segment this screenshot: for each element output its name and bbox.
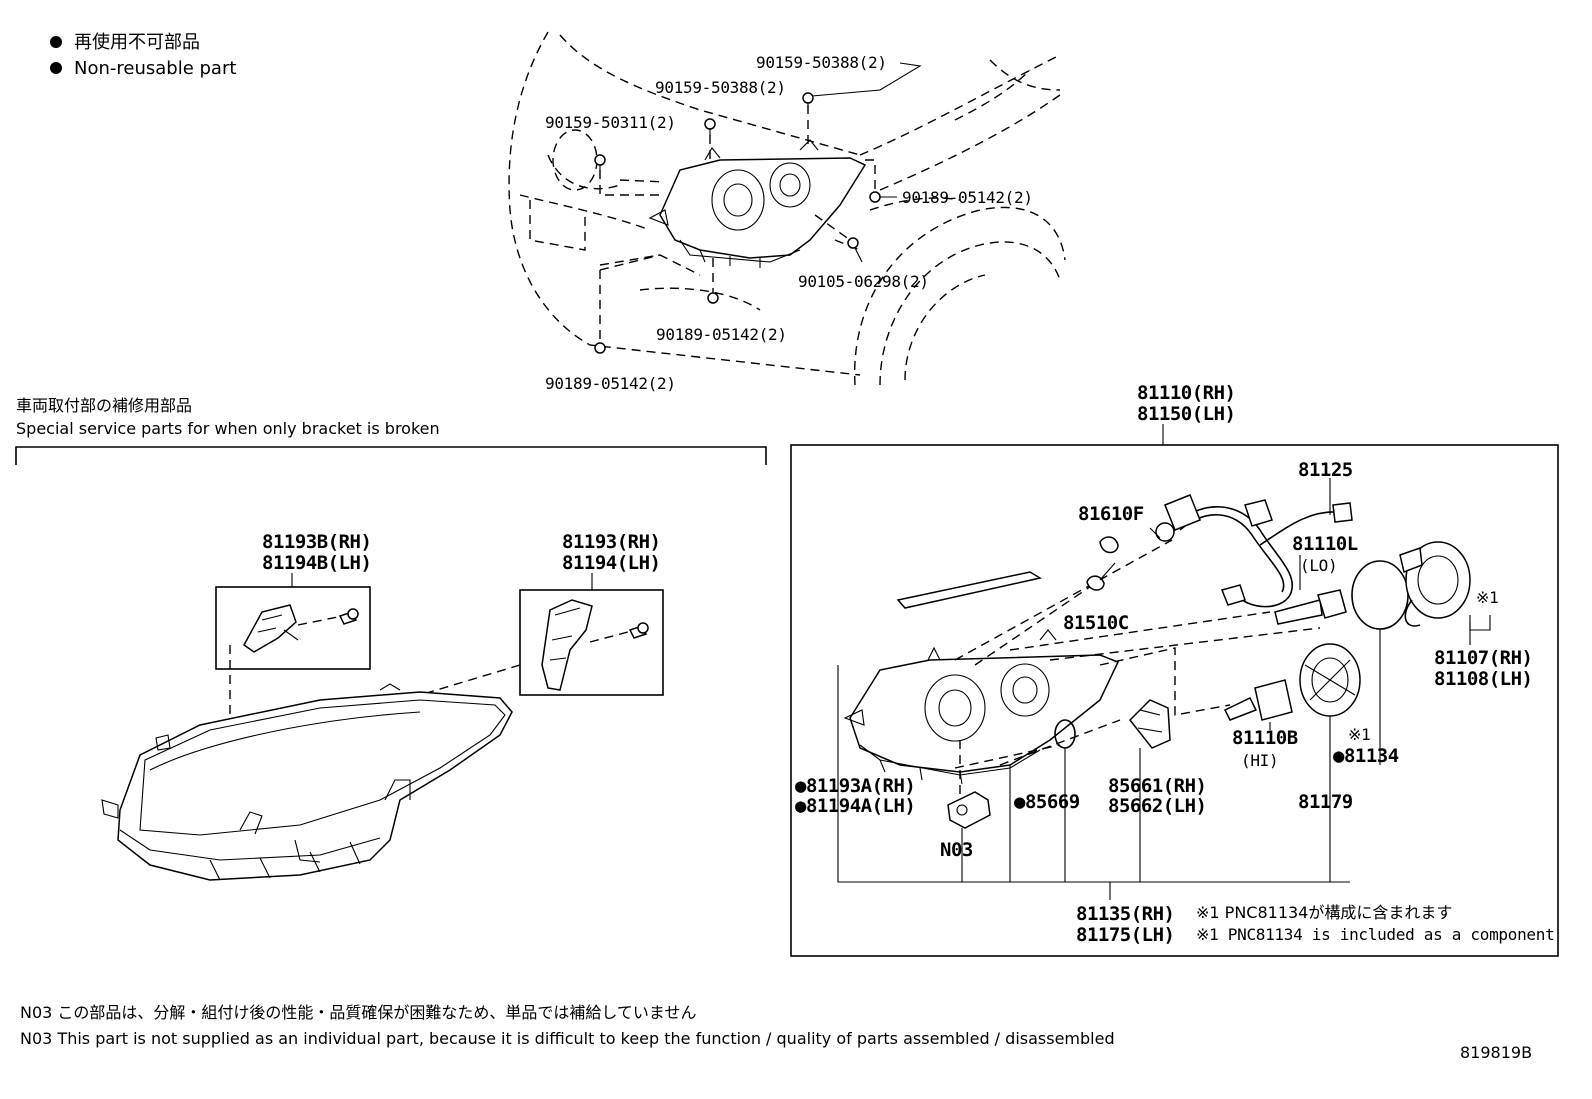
part-n03 <box>947 791 991 829</box>
note-mark-81107: ※1 <box>1476 588 1498 607</box>
headlamp-small <box>648 139 867 268</box>
label-81510c: 81510C <box>1063 612 1129 634</box>
label-81110-rh: 81110(RH) <box>1137 382 1235 404</box>
label-81193b: 81193B(RH) <box>262 531 371 553</box>
label-81179: 81179 <box>1298 791 1353 813</box>
label-81150-lh: 81150(LH) <box>1137 403 1235 425</box>
screw-icon <box>847 237 859 249</box>
label-n03: N03 <box>940 839 973 861</box>
label-81193a: ●81193A(RH) <box>795 775 915 797</box>
label-81175: 81175(LH) <box>1076 924 1174 946</box>
label-81108: 81108(LH) <box>1434 668 1532 690</box>
callout-90159-50311: 90159-50311(2) <box>545 113 676 132</box>
label-81110l: 81110L <box>1292 533 1358 555</box>
callout-90189-05142-b: 90189-05142(2) <box>656 325 787 344</box>
wire-harness <box>1155 494 1353 608</box>
label-85669: ●85669 <box>1014 791 1080 813</box>
callout-90159-50388-b: 90159-50388(2) <box>655 78 786 97</box>
nut-icon <box>707 292 719 304</box>
label-85662: 85662(LH) <box>1108 795 1206 817</box>
bolt-icon <box>704 118 716 136</box>
bracket-box <box>519 589 664 696</box>
label-81135: 81135(RH) <box>1076 903 1174 925</box>
note-mark-81134: ※1 <box>1348 725 1370 744</box>
note-jp: ※1 PNC81134が構成に含まれます <box>1196 903 1452 922</box>
legend-en: Non-reusable part <box>74 58 236 79</box>
actuator-85661 <box>1128 699 1171 749</box>
service-bracket-line <box>15 446 767 465</box>
label-85661: 85661(RH) <box>1108 775 1206 797</box>
bulb-lo <box>1274 589 1347 625</box>
footer-n03-jp: N03 この部品は、分解・組付け後の性能・品質確保が困難なため、単品では補給して… <box>20 1003 696 1022</box>
bolt-icon <box>802 92 814 110</box>
service-parts-section: 車両取付部の補修用部品 Special service parts for wh… <box>15 396 767 881</box>
legend-jp: 再使用不可部品 <box>74 32 200 53</box>
label-81194a: ●81194A(LH) <box>795 795 915 817</box>
callout-90159-50388-a: 90159-50388(2) <box>756 53 887 72</box>
ballast-81107 <box>1399 541 1471 627</box>
label-81610f: 81610F <box>1078 503 1144 525</box>
legend: 再使用不可部品 Non-reusable part <box>50 32 236 79</box>
service-title-en: Special service parts for when only brac… <box>16 419 440 438</box>
label-81194b: 81194B(LH) <box>262 552 371 574</box>
label-81193: 81193(RH) <box>562 531 660 553</box>
nut-icon <box>594 342 606 354</box>
nut-icon <box>869 191 881 203</box>
label-81110b-hi: (HI) <box>1241 751 1278 770</box>
bolt-icon <box>594 154 606 172</box>
footer-n03-en: N03 This part is not supplied as an indi… <box>20 1029 1115 1048</box>
footer: N03 この部品は、分解・組付け後の性能・品質確保が困難なため、単品では補給して… <box>20 1003 1532 1062</box>
legend-dot <box>50 36 62 48</box>
bulb-81610f <box>1099 536 1119 554</box>
label-81125: 81125 <box>1298 459 1353 481</box>
callout-90189-05142-c: 90189-05142(2) <box>545 374 676 393</box>
note-en: ※1 PNC81134 is included as a component <box>1196 925 1554 944</box>
label-81107: 81107(RH) <box>1434 647 1532 669</box>
service-title-jp: 車両取付部の補修用部品 <box>16 396 192 415</box>
drawing-number: 819819B <box>1460 1043 1532 1062</box>
cap-81179 <box>1299 643 1361 717</box>
headlamp-main <box>843 629 1120 785</box>
headlamp-large-left <box>101 683 513 881</box>
bracket-b-box <box>215 586 371 670</box>
label-81110b: 81110B <box>1232 727 1298 749</box>
legend-dot <box>50 62 62 74</box>
vehicle-front-view: 90159-50388(2) 90159-50388(2) 90159-5031… <box>508 31 1066 393</box>
main-assembly-section: 81110(RH) 81150(LH) <box>790 382 1559 957</box>
callout-90189-05142-a: 90189-05142(2) <box>902 188 1033 207</box>
bracket-part <box>541 599 649 691</box>
trim-strip <box>896 571 1042 609</box>
bulb-hi <box>1223 679 1293 721</box>
bracket-b-part <box>243 604 359 653</box>
label-81134: ●81134 <box>1333 745 1399 767</box>
o-ring <box>1351 560 1409 630</box>
callout-90105-06298: 90105-06298(2) <box>798 272 929 291</box>
assembly-frame <box>790 444 1559 957</box>
label-81194: 81194(LH) <box>562 552 660 574</box>
label-81110l-lo: (LO) <box>1300 556 1337 575</box>
